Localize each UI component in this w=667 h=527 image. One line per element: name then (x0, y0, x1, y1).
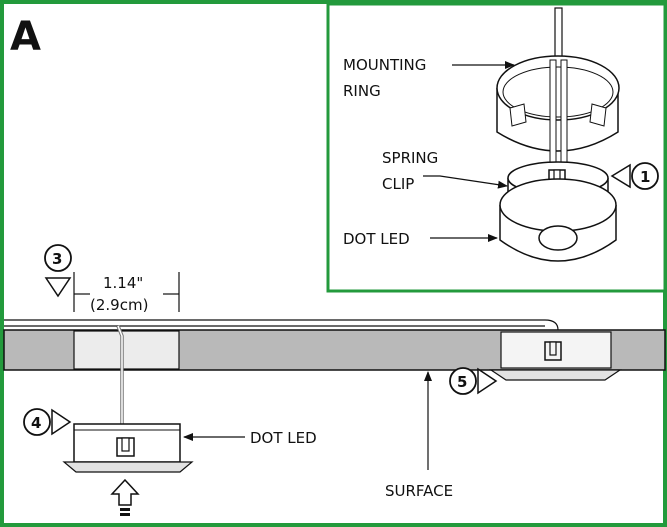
loose-dot-led (62, 423, 194, 473)
installed-dot-led (489, 331, 622, 381)
surface-label: SURFACE (385, 371, 453, 500)
spring-clip-label-line1: SPRING (382, 149, 438, 167)
mounting-ring-label-line1: MOUNTING (343, 56, 426, 74)
mounting-ring (496, 55, 620, 171)
callout-3: 3 (44, 244, 72, 298)
inset-dot-led-label: DOT LED (343, 230, 410, 248)
callout-4: 4 (23, 408, 72, 436)
svg-text:DOT LED: DOT LED (250, 429, 317, 447)
inset-dot-led (499, 178, 617, 262)
panel-letter: A (10, 14, 41, 60)
callout-5: 5 (449, 367, 498, 395)
dimension: 1.14" (2.9cm) (73, 272, 180, 314)
push-up-arrow-icon (110, 478, 140, 516)
dot-led-lower-label: DOT LED (183, 429, 317, 447)
surface-hole-left (73, 330, 180, 370)
dimension-imperial: 1.14" (103, 274, 143, 292)
svg-text:SURFACE: SURFACE (385, 482, 453, 500)
svg-text:5: 5 (457, 373, 467, 391)
spring-clip-leader (423, 175, 508, 189)
inset-panel: MOUNTING RING SPRING CLIP DOT LED 1 (326, 2, 667, 293)
svg-text:1: 1 (640, 168, 650, 186)
mounting-ring-label-line2: RING (343, 82, 381, 100)
svg-text:3: 3 (52, 250, 62, 268)
callout-1: 1 (610, 162, 659, 190)
dimension-metric: (2.9cm) (90, 296, 148, 314)
wire (116, 325, 124, 425)
svg-text:4: 4 (31, 414, 41, 432)
spring-clip-label-line2: CLIP (382, 175, 414, 193)
